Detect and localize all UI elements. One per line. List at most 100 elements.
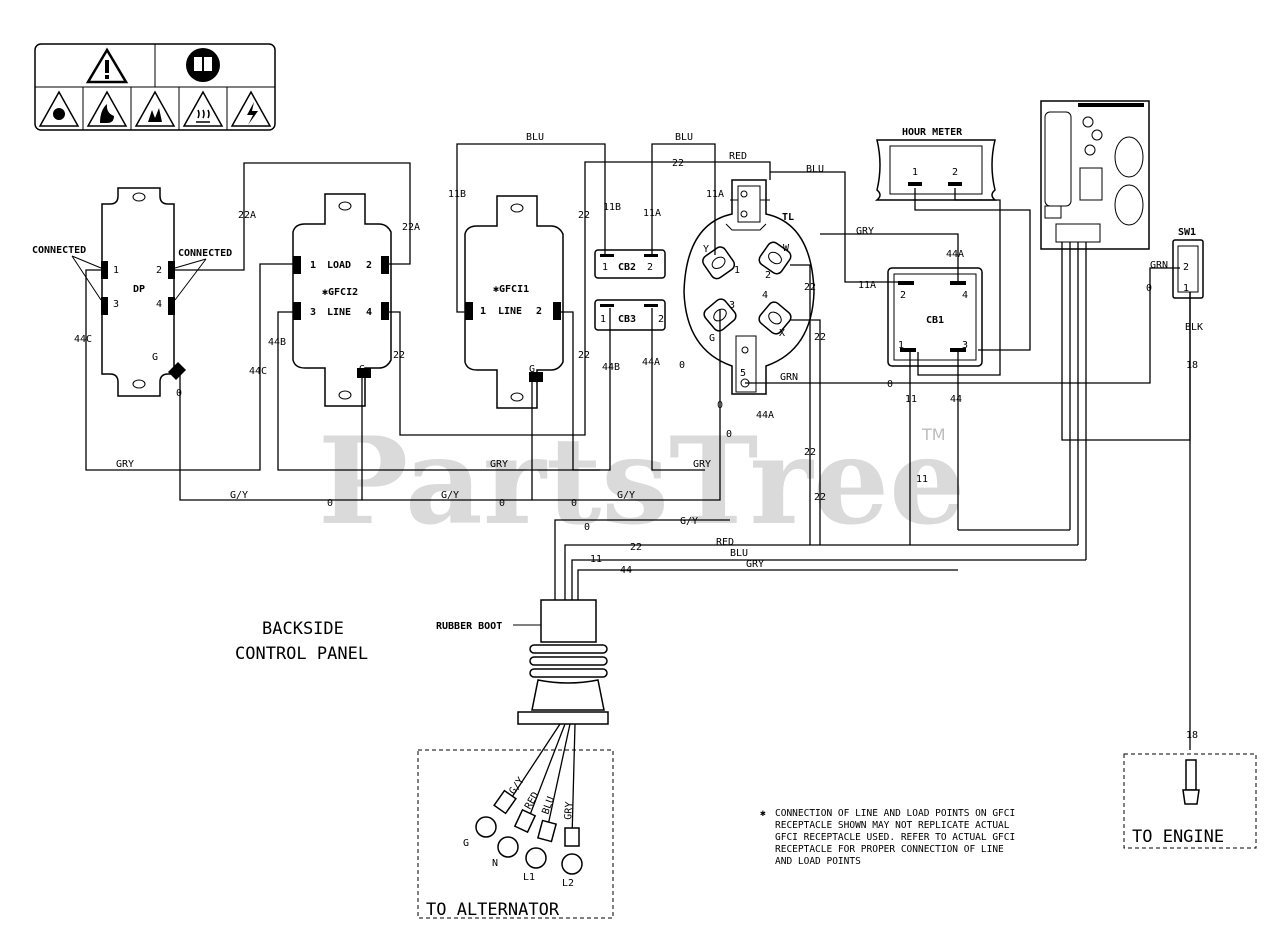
wire-18-engine: 18 (1186, 730, 1198, 741)
wire-22-tl-b: 22 (814, 332, 826, 343)
cb2-pin2: 2 (647, 262, 653, 273)
wire-11a-cb: 11A (643, 208, 661, 219)
wire-0-dp: 0 (176, 388, 182, 399)
alt-n: N (492, 858, 498, 869)
warning-icon (85, 47, 129, 84)
wire-22-gfci1-low: 22 (578, 350, 590, 361)
wire-0-tl-b: 0 (726, 429, 732, 440)
gfci1-label: ✱GFCI1 (493, 284, 529, 295)
wire-blu-bottom: BLU (730, 548, 748, 559)
wire-gry-gfci: GRY (490, 459, 508, 470)
wire-blu-2: BLU (675, 132, 693, 143)
wire-22a-left: 22A (238, 210, 256, 221)
wire-44c-dp: 44C (74, 334, 92, 345)
wire-44a-cb3: 44A (642, 357, 660, 368)
cb1-pin3: 3 (962, 340, 968, 351)
cb3-label: CB3 (618, 314, 636, 325)
sw1-pin2: 2 (1183, 262, 1189, 273)
wire-blk: BLK (1185, 322, 1203, 333)
wire-11-mid: 11 (916, 474, 928, 485)
backside-line2: CONTROL PANEL (235, 644, 368, 664)
shock-icon (230, 90, 272, 127)
hour-meter (874, 139, 998, 201)
watermark-brand: PartsTree (318, 411, 965, 552)
dp-pin4: 4 (156, 299, 162, 310)
wire-22-tl-c: 22 (804, 447, 816, 458)
alternator-leads (475, 723, 583, 875)
wire-gy-3: G/Y (617, 490, 635, 501)
tl-pin5: 5 (740, 368, 746, 379)
wire-0-d: 0 (584, 522, 590, 533)
wire-44b-gfci2: 44B (268, 337, 286, 348)
ring-gry: GRY (563, 801, 576, 820)
wire-22-tl-a: 22 (804, 282, 816, 293)
safety-label-panel (34, 43, 276, 131)
wire-red-bottom: RED (716, 537, 734, 548)
cb1-label: CB1 (926, 315, 944, 326)
dp-ground: G (152, 352, 158, 363)
cb1-pin1: 1 (898, 340, 904, 351)
cb2-label: CB2 (618, 262, 636, 273)
wire-44-cb1: 44 (950, 394, 962, 405)
cb1-pin2: 2 (900, 290, 906, 301)
wire-gy-2: G/Y (441, 490, 459, 501)
wire-red: RED (729, 151, 747, 162)
sw1-switch (1172, 239, 1204, 299)
wire-gry-bottom: GRY (746, 559, 764, 570)
gfci2-load: LOAD (327, 260, 351, 271)
gfci2-line: LINE (327, 307, 351, 318)
wire-grn-sw: GRN (1150, 260, 1168, 271)
ring-blu: BLU (540, 795, 557, 816)
alternator-label: TO ALTERNATOR (426, 900, 560, 920)
sw1-label: SW1 (1178, 227, 1196, 238)
explosion-icon (134, 90, 176, 127)
dp-pin1: 1 (113, 265, 119, 276)
wire-22-bottom: 22 (630, 542, 642, 553)
wire-0-tl: 0 (717, 400, 723, 411)
footnote-line3: GFCI RECEPTACLE USED. REFER TO ACTUAL GF… (775, 832, 1015, 843)
gfci1-pin2: 2 (536, 306, 542, 317)
wire-11b: 11B (448, 189, 466, 200)
wire-gy-1: G/Y (230, 490, 248, 501)
tl-label: TL (782, 212, 794, 223)
wire-gy-4: G/Y (680, 516, 698, 527)
wire-0-sw: 0 (1146, 283, 1152, 294)
wire-11a-cb1: 11A (858, 280, 876, 291)
rubber-boot-label: RUBBER BOOT (436, 621, 502, 632)
engine-label: TO ENGINE (1132, 827, 1224, 847)
wire-gry-dp: GRY (116, 459, 134, 470)
gfci1-line: LINE (498, 306, 522, 317)
gfci2-pin2: 2 (366, 260, 372, 271)
wire-blu-3: BLU (806, 164, 824, 175)
wire-22a-right: 22A (402, 222, 420, 233)
wire-22-gfci1: 22 (578, 210, 590, 221)
hour-meter-pin2: 2 (952, 167, 958, 178)
engine-box (1123, 753, 1257, 849)
gfci1-pin1: 1 (480, 306, 486, 317)
gfci2-pin1: 1 (310, 260, 316, 271)
tl-pin1: 1 (734, 265, 740, 276)
wire-44c-gfci2: 44C (249, 366, 267, 377)
wire-gry-cb1: GRY (856, 226, 874, 237)
dp-pin3: 3 (113, 299, 119, 310)
wire-44b-cb3: 44B (602, 362, 620, 373)
wire-0-cb3: 0 (679, 360, 685, 371)
wire-11b-cb: 11B (603, 202, 621, 213)
wire-11a-tl: 11A (706, 189, 724, 200)
alternator-box (417, 749, 614, 919)
rubber-boot (517, 599, 609, 725)
hour-meter-pin1: 1 (912, 167, 918, 178)
tl-pin3: 3 (729, 300, 735, 311)
backside-line1: BACKSIDE (262, 619, 344, 639)
tl-pin2: 2 (765, 270, 771, 281)
wire-0-c: 0 (571, 498, 577, 509)
alt-g: G (463, 838, 469, 849)
wire-0-a: 0 (327, 498, 333, 509)
tl-receptacle (683, 179, 815, 395)
wire-22-tl-d: 22 (814, 492, 826, 503)
cb3-pin2: 2 (658, 314, 664, 325)
wire-18-sw: 18 (1186, 360, 1198, 371)
dp-receptacle (101, 187, 186, 397)
